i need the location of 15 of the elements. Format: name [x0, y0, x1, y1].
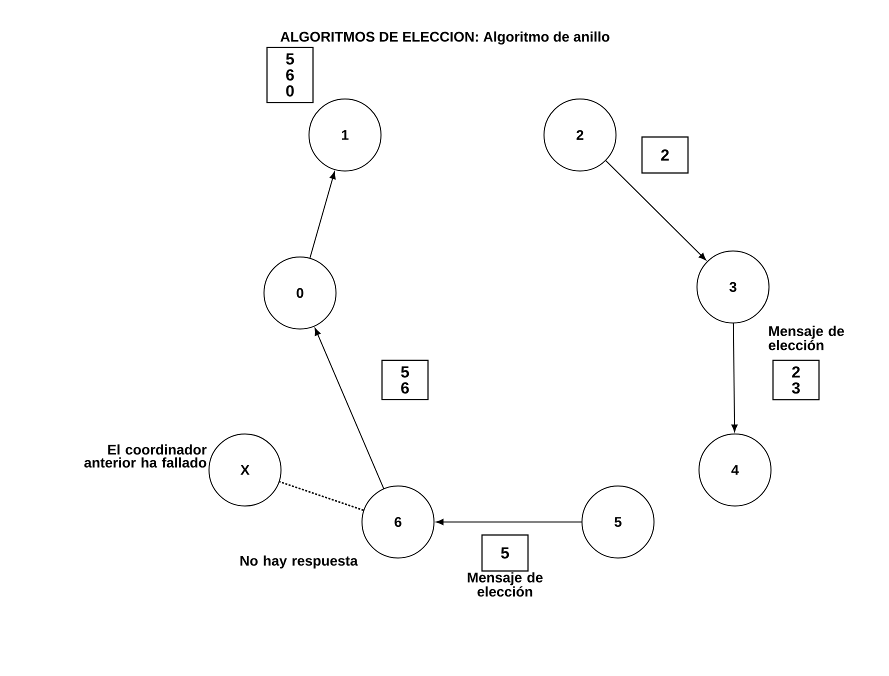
message-box: 5 6 0	[266, 46, 314, 104]
title: ALGORITMOS DE ELECCION: Algoritmo de anillo	[280, 31, 610, 45]
arrow	[731, 323, 738, 432]
arrow	[314, 328, 384, 489]
message-box: 5 6	[381, 360, 429, 400]
annotation: Mensaje de elección	[768, 326, 844, 350]
message-box: 2	[641, 136, 689, 174]
annotation: Mensaje de elección	[468, 572, 543, 597]
arrow	[436, 518, 582, 526]
arrow	[605, 160, 706, 260]
annotation: No hay respuesta	[240, 555, 358, 569]
message-box: 5	[481, 534, 529, 572]
message-box: 2 3	[772, 360, 820, 400]
annotation: El coordinador anterior ha fallado	[84, 444, 207, 468]
arrow	[310, 172, 336, 258]
